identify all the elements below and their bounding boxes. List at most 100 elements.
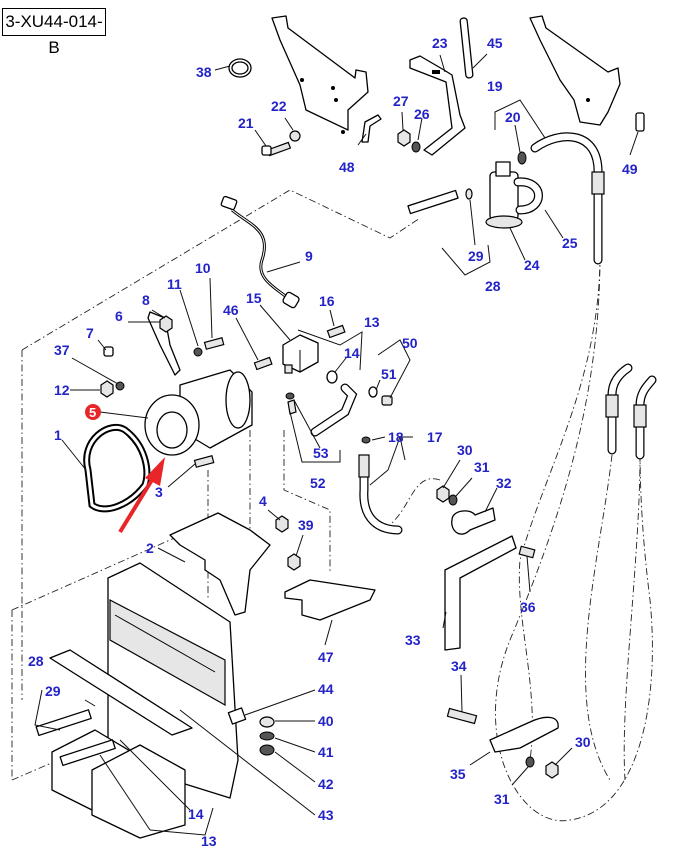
callout-2[interactable]: 2: [146, 540, 154, 556]
callout-8[interactable]: 8: [142, 292, 150, 308]
callout-5[interactable]: 5: [89, 405, 96, 420]
bolt-3: [193, 455, 215, 468]
nut-39: [287, 553, 301, 571]
callout-49[interactable]: 49: [622, 161, 638, 177]
callout-20[interactable]: 20: [505, 109, 521, 125]
callout-39[interactable]: 39: [298, 517, 314, 533]
batteries: [51, 729, 186, 839]
callout-37[interactable]: 37: [54, 342, 70, 358]
callout-3[interactable]: 3: [155, 484, 163, 500]
callout-19[interactable]: 19: [487, 78, 503, 94]
oring-29-top: [465, 188, 473, 200]
callout-38[interactable]: 38: [196, 64, 212, 80]
hose-ends-right: [605, 363, 657, 460]
highlight-badge-5[interactable]: [85, 404, 101, 420]
callout-23[interactable]: 23: [432, 35, 448, 51]
callout-51[interactable]: 51: [381, 366, 397, 382]
hose-28-top: [407, 189, 459, 215]
fitting-52: [287, 399, 297, 415]
nut-8: [159, 315, 173, 333]
callout-12[interactable]: 12: [54, 382, 70, 398]
clip-48: [361, 114, 382, 143]
clamp-35: [489, 716, 559, 753]
callout-9[interactable]: 9: [305, 248, 313, 264]
valve-block-15: [282, 334, 319, 374]
washer-22: [289, 130, 301, 142]
callout-31-top[interactable]: 31: [474, 459, 490, 475]
nut-27: [397, 129, 411, 147]
callout-44[interactable]: 44: [318, 681, 334, 697]
washer-31-bottom: [525, 756, 535, 768]
callout-10[interactable]: 10: [195, 260, 211, 276]
callout-14-top[interactable]: 14: [344, 345, 360, 361]
washer-41: [259, 731, 275, 741]
callout-7[interactable]: 7: [86, 325, 94, 341]
callout-16[interactable]: 16: [319, 293, 335, 309]
callout-13-bottom[interactable]: 13: [201, 833, 217, 849]
bolt-16: [326, 324, 346, 339]
callout-18[interactable]: 18: [388, 429, 404, 445]
bolt-10: [203, 337, 225, 350]
callout-17[interactable]: 17: [427, 429, 443, 445]
oring-20: [517, 151, 527, 165]
callout-36[interactable]: 36: [520, 599, 536, 615]
callout-13-top[interactable]: 13: [364, 314, 380, 330]
callout-32[interactable]: 32: [496, 475, 512, 491]
callout-40[interactable]: 40: [318, 713, 334, 729]
callout-labels: 1 2 3 4 5 6 7 8 9 10 11 12 13 13 14 14 1…: [28, 35, 638, 849]
nut-30: [436, 485, 450, 503]
control-unit: [107, 562, 239, 799]
callout-42[interactable]: 42: [318, 776, 334, 792]
callout-46[interactable]: 46: [223, 302, 239, 318]
receiver-drier-24: [485, 161, 523, 229]
callout-30-bottom[interactable]: 30: [575, 734, 591, 750]
stud-34: [446, 707, 478, 725]
bracket-23: [409, 55, 466, 156]
label-44: [227, 707, 247, 725]
washer-26: [411, 141, 421, 153]
bolt-46: [253, 356, 273, 371]
callout-4[interactable]: 4: [259, 493, 267, 509]
callout-35[interactable]: 35: [450, 766, 466, 782]
callout-29-bottom[interactable]: 29: [45, 683, 61, 699]
callout-30-top[interactable]: 30: [457, 442, 473, 458]
callout-21[interactable]: 21: [238, 115, 254, 131]
compressor-5: [144, 311, 253, 456]
callout-14-bottom[interactable]: 14: [188, 806, 204, 822]
callout-28-top[interactable]: 28: [485, 278, 501, 294]
callout-31-bottom[interactable]: 31: [494, 791, 510, 807]
clip-38: [228, 58, 252, 78]
clamp-32: [451, 507, 496, 535]
callout-22[interactable]: 22: [271, 98, 287, 114]
bolt-7: [103, 346, 114, 357]
callout-6[interactable]: 6: [115, 308, 123, 324]
washer-53: [285, 392, 295, 400]
callout-52[interactable]: 52: [310, 475, 326, 491]
nut-30-bottom: [545, 761, 559, 779]
callout-43[interactable]: 43: [318, 807, 334, 823]
main-bracket: [271, 15, 369, 134]
callout-33[interactable]: 33: [405, 632, 421, 648]
callout-11[interactable]: 11: [167, 276, 182, 292]
rod-45: [459, 17, 474, 79]
callout-25[interactable]: 25: [562, 235, 578, 251]
strap-plate: [49, 649, 193, 736]
washer-11: [193, 347, 203, 357]
callout-47[interactable]: 47: [318, 649, 334, 665]
oring-51: [368, 386, 378, 398]
callout-41[interactable]: 41: [318, 744, 334, 760]
callout-53[interactable]: 53: [313, 445, 329, 461]
callout-15[interactable]: 15: [246, 290, 262, 306]
callout-45[interactable]: 45: [487, 35, 503, 51]
callout-29-top[interactable]: 29: [468, 248, 484, 264]
oring-14: [326, 370, 338, 384]
callout-26[interactable]: 26: [414, 106, 430, 122]
callout-48[interactable]: 48: [339, 159, 355, 175]
callout-34[interactable]: 34: [451, 658, 467, 674]
callout-28-bottom[interactable]: 28: [28, 653, 44, 669]
callout-24[interactable]: 24: [524, 257, 540, 273]
callout-50[interactable]: 50: [402, 335, 418, 351]
washer-18: [361, 436, 371, 444]
callout-27[interactable]: 27: [393, 93, 409, 109]
callout-1[interactable]: 1: [54, 427, 62, 443]
